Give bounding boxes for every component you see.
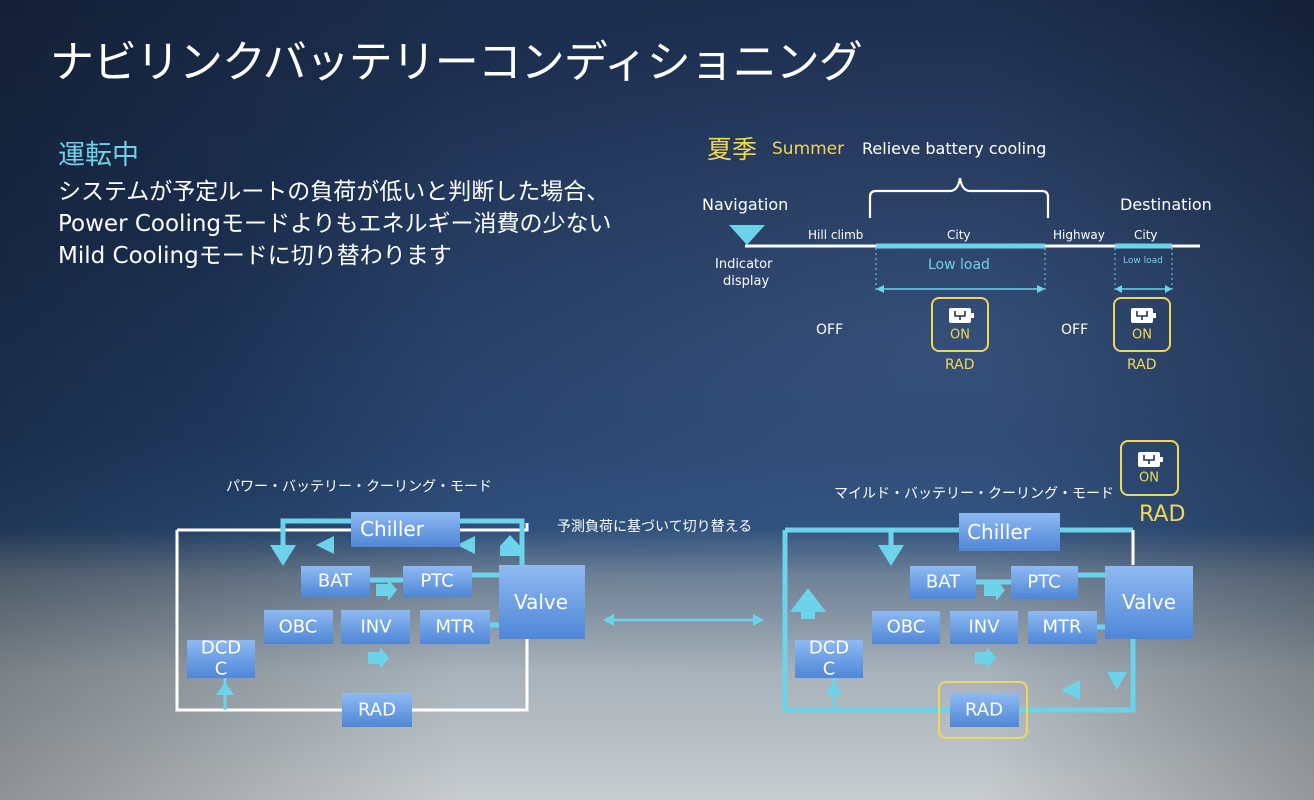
on-indicator-1: [931, 297, 989, 352]
inv-label: INV: [360, 617, 392, 638]
ptc-box: [1011, 566, 1078, 599]
on-indicator-1-text: ON: [950, 328, 970, 343]
up-arrow-icon: [790, 588, 826, 619]
down-arrow-icon: [1107, 672, 1127, 690]
inv-box: [950, 611, 1018, 644]
valve-box: [1105, 566, 1193, 639]
season-en: Summer: [772, 139, 845, 159]
route-brace: [868, 177, 1050, 218]
obc-label: OBC: [279, 617, 318, 638]
left-arrow-icon: [1061, 680, 1080, 700]
right-arrow-icon: [984, 579, 1005, 601]
down-arrow-icon: [878, 545, 904, 566]
span-arrowheads-2: [1115, 285, 1172, 293]
valve-box: [499, 565, 585, 639]
off-label-2: OFF: [1061, 322, 1089, 338]
switch-arrow: [603, 614, 764, 626]
dcdc-label-1: DCD: [201, 638, 241, 659]
chiller-label: Chiller: [360, 517, 425, 541]
up-arrow-icon: [825, 682, 843, 695]
navigation-marker-icon: [729, 225, 765, 245]
segment-city-2: City: [1134, 228, 1158, 242]
chiller-box: [351, 512, 460, 547]
dcdc-label-2: C: [215, 659, 228, 680]
section-heading: 運転中: [58, 140, 139, 171]
chiller-label: Chiller: [967, 520, 1032, 544]
navigation-label: Navigation: [702, 195, 789, 214]
indicator-label-2: display: [723, 274, 770, 289]
obc-box: [872, 611, 940, 644]
inv-box: [341, 610, 410, 644]
power-mode-diagram: Chiller BAT PTC Valve OBC INV MTR DCD C …: [175, 512, 585, 727]
rad-box: [950, 693, 1019, 727]
up-arrow-icon: [500, 535, 520, 556]
plug-icon: [948, 307, 975, 324]
chiller-box: [959, 513, 1060, 551]
valve-label: Valve: [514, 590, 568, 614]
obc-box: [264, 610, 333, 644]
off-label-1: OFF: [816, 322, 844, 338]
indicator-label-1: Indicator: [715, 257, 773, 272]
right-arrow-icon: [376, 579, 397, 601]
route-diagram: ON ON ON: [729, 177, 1200, 496]
bat-label: BAT: [926, 572, 961, 593]
left-arrow-icon: [457, 536, 475, 554]
rad-box-label: RAD: [965, 700, 1003, 721]
on-badge-text: ON: [1139, 471, 1159, 486]
mild-mode-diagram: Chiller BAT PTC Valve OBC INV MTR DCD C …: [782, 513, 1193, 739]
dcdc-box: [187, 640, 255, 678]
plug-icon: [1137, 451, 1164, 468]
rad-label-1: RAD: [945, 357, 975, 373]
dcdc-label-1: DCD: [809, 638, 849, 659]
dcdc-label-2: C: [823, 659, 836, 680]
left-arrow-icon: [316, 536, 334, 554]
ptc-label: PTC: [420, 571, 453, 592]
mtr-label: MTR: [1042, 617, 1081, 638]
down-arrow-icon: [270, 545, 296, 566]
up-arrow-icon: [216, 682, 234, 695]
mtr-box: [1028, 611, 1097, 644]
page-title: ナビリンクバッテリーコンディショニング: [50, 37, 863, 88]
bat-box: [910, 566, 976, 599]
season-jp: 夏季: [707, 135, 758, 164]
power-mode-title: パワー・バッテリー・クーリング・モード: [226, 479, 492, 495]
destination-label: Destination: [1120, 195, 1212, 214]
on-badge: [1120, 440, 1179, 496]
rad-box: [342, 693, 412, 727]
obc-label: OBC: [887, 617, 926, 638]
segment-hill-climb: Hill climb: [808, 228, 864, 242]
rad-highlight: [938, 681, 1028, 739]
dcdc-box: [795, 640, 863, 678]
right-arrow-icon: [368, 647, 389, 669]
low-load-small-label: Low load: [1123, 256, 1163, 266]
badge-rad-label: RAD: [1139, 502, 1186, 527]
mtr-label: MTR: [435, 617, 474, 638]
on-indicator-2-text: ON: [1132, 328, 1152, 343]
mild-mode-title: マイルド・バッテリー・クーリング・モード: [834, 486, 1114, 502]
bat-label: BAT: [318, 571, 353, 592]
low-load-label: Low load: [928, 257, 990, 273]
body-line-2: Power Coolingモードよりもエネルギー消費の少ない: [58, 211, 612, 237]
ptc-box: [403, 566, 472, 597]
rad-label-2: RAD: [1127, 357, 1157, 373]
segment-highway: Highway: [1053, 228, 1105, 242]
bat-box: [301, 566, 370, 597]
on-indicator-2: [1113, 297, 1171, 352]
ptc-label: PTC: [1027, 572, 1060, 593]
relieve-label: Relieve battery cooling: [862, 139, 1047, 158]
body-line-1: システムが予定ルートの負荷が低いと判断した場合、: [58, 179, 610, 205]
valve-label: Valve: [1122, 590, 1176, 614]
plug-icon: [1130, 307, 1157, 324]
mtr-box: [420, 610, 490, 644]
switch-label: 予測負荷に基づいて切り替える: [557, 519, 753, 535]
inv-label: INV: [968, 617, 1000, 638]
rad-box-label: RAD: [358, 700, 396, 721]
right-arrow-icon: [975, 647, 996, 669]
segment-city-1: City: [947, 228, 971, 242]
body-line-3: Mild Coolingモードに切り替わります: [58, 243, 452, 269]
